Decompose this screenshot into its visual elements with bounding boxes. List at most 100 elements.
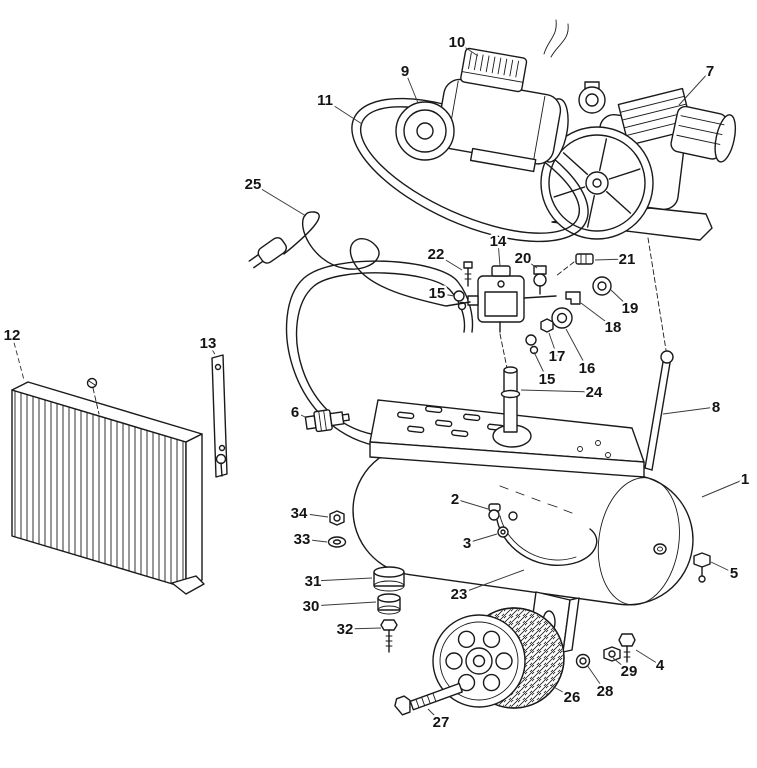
part-number-22: 22 bbox=[428, 246, 445, 263]
part-number-30: 30 bbox=[303, 598, 320, 615]
tank bbox=[352, 444, 694, 606]
fitting-15-right bbox=[525, 334, 539, 355]
alignment-line bbox=[647, 237, 667, 351]
support-rod bbox=[644, 350, 674, 471]
part-number-24: 24 bbox=[586, 384, 603, 401]
leader-line-part-32 bbox=[344, 627, 382, 630]
leader-line-part-24 bbox=[520, 389, 595, 393]
flywheel-spokes bbox=[553, 138, 641, 228]
part-number-31: 31 bbox=[305, 573, 322, 590]
part-number-2: 2 bbox=[451, 491, 459, 508]
part-number-20: 20 bbox=[515, 250, 532, 267]
leader-line-part-9 bbox=[404, 70, 419, 104]
fitting-19 bbox=[592, 276, 612, 296]
wheel bbox=[432, 607, 565, 709]
vibration-mount-upper bbox=[373, 566, 405, 592]
tank-surface-marks bbox=[499, 485, 573, 514]
part-number-15: 15 bbox=[539, 371, 556, 388]
motor-assembly bbox=[395, 19, 569, 173]
part-number-5: 5 bbox=[730, 565, 738, 582]
washer-28 bbox=[575, 653, 591, 669]
condenser-panel bbox=[11, 377, 205, 595]
leader-line-part-6 bbox=[294, 411, 306, 418]
mount-bolt bbox=[380, 619, 398, 653]
part-number-8: 8 bbox=[712, 399, 720, 416]
part-number-18: 18 bbox=[605, 319, 622, 336]
part-number-25: 25 bbox=[245, 176, 262, 193]
part-number-32: 32 bbox=[337, 621, 354, 638]
leader-line-part-1 bbox=[701, 478, 746, 498]
leader-line-part-28 bbox=[586, 664, 606, 692]
wheel-cutouts bbox=[445, 630, 513, 692]
pressure-switch bbox=[467, 265, 525, 333]
part-number-14: 14 bbox=[490, 233, 507, 250]
leader-line-part-2 bbox=[454, 498, 489, 510]
power-plug bbox=[248, 237, 287, 269]
part-number-1: 1 bbox=[741, 471, 749, 488]
part-number-34: 34 bbox=[291, 505, 308, 522]
part-number-12: 12 bbox=[4, 327, 21, 344]
part-number-33: 33 bbox=[294, 531, 311, 548]
leader-line-part-18 bbox=[580, 302, 614, 328]
part-number-3: 3 bbox=[463, 535, 471, 552]
leader-line-part-7 bbox=[678, 70, 711, 106]
part-number-9: 9 bbox=[401, 63, 409, 80]
leader-line-part-3 bbox=[466, 533, 498, 544]
fitting-3 bbox=[497, 526, 509, 538]
leader-line-part-13 bbox=[207, 342, 217, 357]
part-number-27: 27 bbox=[433, 714, 450, 731]
part-number-16: 16 bbox=[579, 360, 596, 377]
part-number-23: 23 bbox=[451, 586, 468, 603]
part-number-11: 11 bbox=[317, 92, 333, 109]
leader-line-part-10 bbox=[456, 41, 479, 57]
flywheel bbox=[540, 126, 654, 240]
part-number-4: 4 bbox=[656, 657, 665, 674]
part-number-7: 7 bbox=[706, 63, 714, 80]
motor-wires bbox=[543, 19, 569, 58]
leader-line-part-26 bbox=[549, 684, 573, 698]
leader-line-part-11 bbox=[324, 99, 363, 125]
nut-29 bbox=[603, 646, 621, 662]
leader-line-part-27 bbox=[427, 708, 442, 723]
drain-plug-5 bbox=[693, 552, 711, 583]
part-number-6: 6 bbox=[291, 404, 299, 421]
fitting-15-left bbox=[453, 290, 467, 311]
bolt-4 bbox=[618, 633, 636, 663]
part-number-13: 13 bbox=[200, 335, 217, 352]
pump-assembly bbox=[540, 81, 737, 241]
elbow-18 bbox=[565, 291, 581, 305]
leader-line-part-19 bbox=[610, 289, 631, 309]
leader-line-part-33 bbox=[301, 538, 328, 543]
leader-line-part-5 bbox=[710, 561, 735, 574]
quick-coupler-6 bbox=[304, 409, 350, 433]
part-number-29: 29 bbox=[621, 663, 638, 680]
leader-line-part-20 bbox=[522, 257, 538, 269]
part-number-17: 17 bbox=[549, 348, 566, 365]
leader-line-part-31 bbox=[312, 577, 373, 582]
outlet-tube bbox=[499, 333, 521, 433]
valve-20 bbox=[533, 265, 547, 295]
vibration-mount-lower bbox=[377, 593, 401, 615]
safety-valve-16 bbox=[551, 307, 573, 329]
nut-34 bbox=[329, 510, 345, 526]
leader-line-part-23 bbox=[458, 569, 525, 595]
part-number-19: 19 bbox=[622, 300, 639, 317]
screw-22 bbox=[463, 261, 473, 287]
mounting-bracket bbox=[211, 354, 228, 478]
leader-line-part-22 bbox=[435, 253, 463, 271]
leader-line-part-15 bbox=[436, 292, 455, 297]
part-number-10: 10 bbox=[449, 34, 466, 51]
motor-pulley bbox=[395, 101, 455, 161]
leader-line-part-25 bbox=[252, 183, 307, 217]
part-number-26: 26 bbox=[564, 689, 581, 706]
drain-tube bbox=[496, 515, 598, 567]
leader-line-part-30 bbox=[310, 601, 377, 607]
leader-line-part-34 bbox=[298, 512, 329, 518]
leader-line-part-8 bbox=[662, 406, 717, 415]
part-number-21: 21 bbox=[619, 251, 636, 268]
leader-line-part-15 bbox=[533, 351, 548, 380]
plug-21 bbox=[555, 253, 594, 277]
washer-33 bbox=[327, 536, 347, 548]
